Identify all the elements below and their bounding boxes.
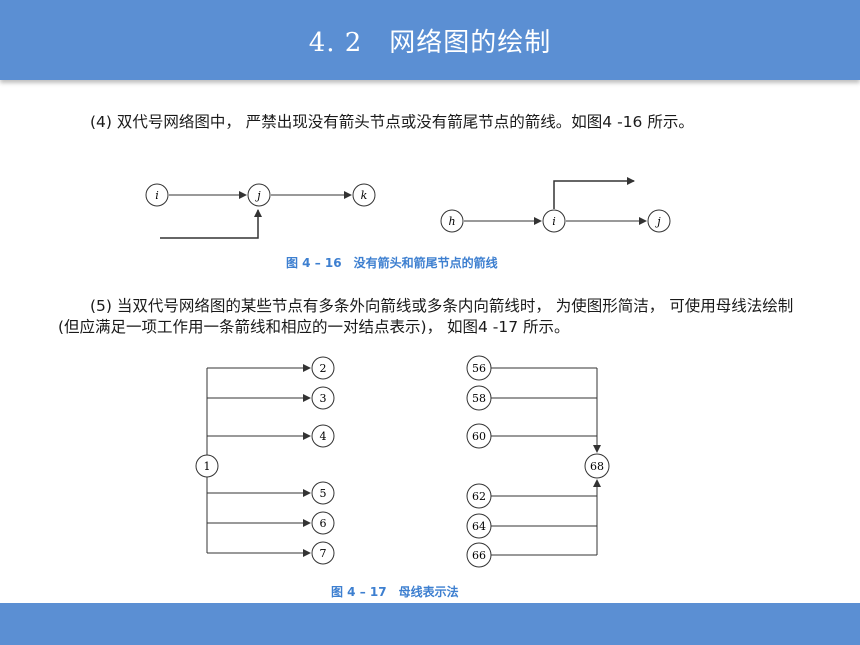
node-j [247,183,271,207]
node-5-label: 5 [320,487,327,500]
node-68 [584,453,610,479]
node-j-right [647,209,671,233]
footer-bar [0,603,860,645]
arrow-without-tail-node [160,209,262,239]
node-2-label: 2 [320,362,327,375]
paragraph-4-text: (4) 双代号网络图中， 严禁出现没有箭头节点或没有箭尾节点的箭线。如图4 -1… [90,113,694,131]
paragraph-5-text: (5) 当双代号网络图的某些节点有多条外向箭线或多条内向箭线时， 为使图形简洁，… [58,297,794,336]
node-62 [466,483,492,509]
node-j-right-label: j [654,215,661,228]
node-68-label: 68 [590,460,604,473]
node-i [145,183,169,207]
node-56-label: 56 [472,362,486,375]
node-3 [311,386,335,410]
node-k [352,183,376,207]
node-1-label: 1 [204,460,211,473]
node-2 [311,356,335,380]
node-7-label: 7 [320,547,327,560]
node-1 [195,454,219,478]
node-56 [466,355,492,381]
paragraph-4: (4) 双代号网络图中， 严禁出现没有箭头节点或没有箭尾节点的箭线。如图4 -1… [58,112,803,133]
node-i-right [542,209,566,233]
node-4-label: 4 [320,430,327,443]
node-64 [466,513,492,539]
node-5 [311,481,335,505]
node-j-label: j [254,189,261,202]
node-60 [466,423,492,449]
title-bar: 4. 2 网络图的绘制 [0,0,860,80]
node-i-label: i [155,189,159,202]
paragraph-5: (5) 当双代号网络图的某些节点有多条外向箭线或多条内向箭线时， 为使图形简洁，… [58,296,803,338]
node-4 [311,424,335,448]
figure-4-16-caption: 图 4 – 16 没有箭头和箭尾节点的箭线 [286,256,498,270]
node-3-label: 3 [320,392,327,405]
out-branches [207,364,311,557]
node-h-label: h [448,215,455,228]
figure-4-17-caption: 图 4 – 17 母线表示法 [331,585,459,599]
node-7 [311,541,335,565]
node-k-label: k [361,189,368,202]
arrow-without-head-node [553,177,635,209]
node-62-label: 62 [472,490,486,503]
node-66 [466,542,492,568]
node-66-label: 66 [472,549,486,562]
node-6-label: 6 [320,517,327,530]
node-i-right-label: i [552,215,556,228]
node-58-label: 58 [472,392,486,405]
node-6 [311,511,335,535]
node-64-label: 64 [472,520,486,533]
node-h [440,209,464,233]
node-58 [466,385,492,411]
node-60-label: 60 [472,430,486,443]
slide-title: 4. 2 网络图的绘制 [308,28,552,58]
